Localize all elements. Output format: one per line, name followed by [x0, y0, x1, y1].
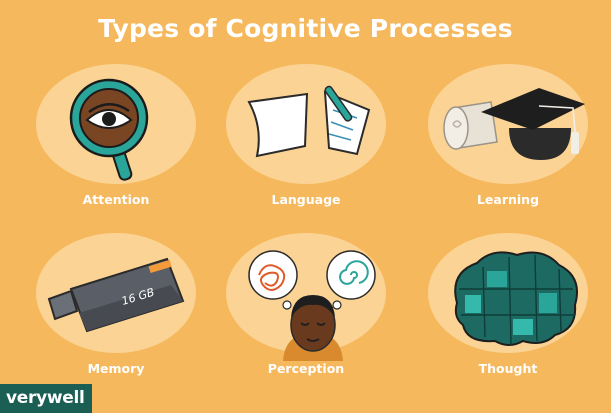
thinking-person-icon — [248, 250, 376, 361]
brand-bar — [0, 384, 92, 413]
item-perception: Perception — [221, 233, 391, 403]
item-memory: 16 GB Memory — [31, 233, 201, 403]
item-label: Thought — [478, 361, 538, 376]
item-label: Perception — [267, 361, 345, 376]
item-label: Learning — [476, 192, 540, 207]
verywell-logo: verywell — [6, 388, 85, 408]
item-learning: Learning — [423, 64, 593, 234]
magnifying-glass-eye-icon — [69, 78, 149, 181]
item-thought: Thought — [423, 233, 593, 403]
item-label: Language — [271, 192, 341, 207]
item-attention: Attention — [31, 64, 201, 234]
graduation-cap-diploma-icon — [443, 88, 585, 160]
usb-drive-icon: 16 GB — [47, 257, 185, 333]
item-language: Language — [221, 64, 391, 234]
page-title: Types of Cognitive Processes — [98, 14, 513, 43]
papers-and-pen-icon — [247, 85, 371, 158]
puzzle-brain-icon — [454, 251, 578, 346]
item-label: Memory — [87, 361, 145, 376]
item-label: Attention — [82, 192, 150, 207]
